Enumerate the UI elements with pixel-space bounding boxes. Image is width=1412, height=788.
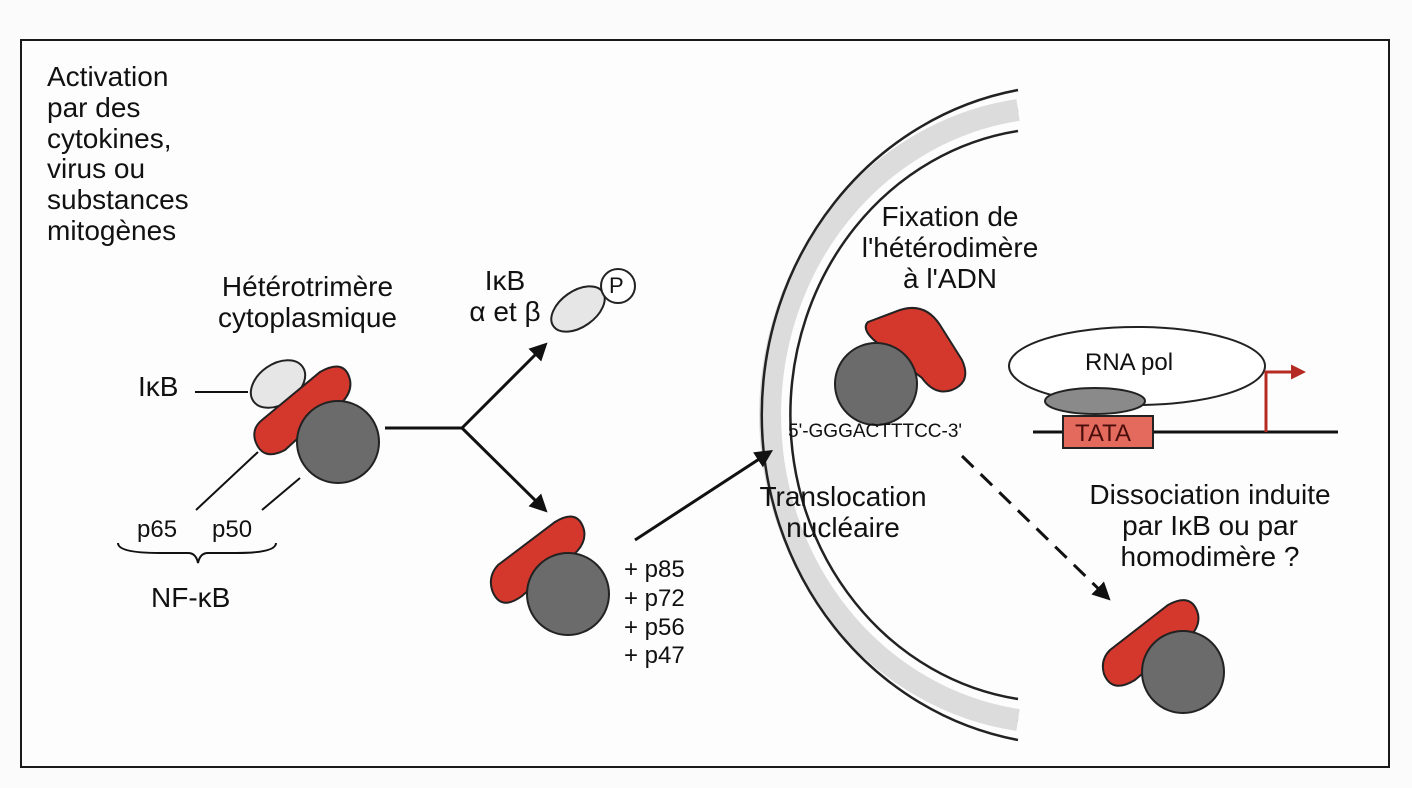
activation-line: par des bbox=[47, 91, 141, 123]
dissociation-line: par IκB ou par bbox=[1122, 509, 1298, 541]
dissociated-dimer bbox=[1101, 599, 1225, 714]
dna-binding-title: Fixation de l'hétérodimère à l'ADN bbox=[830, 201, 1070, 294]
ikb-pointer-label: IκB bbox=[138, 371, 179, 402]
partner-item: + p85 bbox=[624, 556, 685, 583]
dissociation-dashed-arrow bbox=[960, 454, 1111, 601]
heterotrimer-title: Hétérotrimère cytoplasmique bbox=[200, 271, 415, 334]
translocation-line: Translocation bbox=[759, 481, 927, 512]
dissociation-line: homodimère ? bbox=[1120, 540, 1300, 572]
p65-pointer-line bbox=[195, 451, 259, 511]
dissociation-arrows bbox=[385, 342, 548, 513]
tata-box bbox=[1062, 415, 1154, 449]
translocation-arrow bbox=[634, 450, 774, 542]
transcription-start-arrow bbox=[1264, 364, 1306, 432]
p50-pointer-line bbox=[261, 477, 301, 511]
activation-line: virus ou bbox=[47, 153, 146, 185]
partner-item: + p72 bbox=[624, 584, 685, 612]
ikb-released-line: IκB bbox=[484, 265, 526, 296]
tata-label: TATA bbox=[1075, 420, 1131, 447]
phosphorylated-ikb bbox=[550, 268, 636, 333]
partner-item: + p47 bbox=[624, 642, 685, 670]
ikb-released-label: IκB α et β bbox=[450, 265, 560, 328]
dna-binding-line: à l'ADN bbox=[902, 262, 998, 294]
translocation-line: nucléaire bbox=[786, 511, 900, 543]
dna-binding-line: l'hétérodimère bbox=[861, 231, 1039, 263]
translocation-label: Translocation nucléaire bbox=[738, 481, 948, 544]
rna-pol-label: RNA pol bbox=[1085, 349, 1174, 376]
dna-binding-line: Fixation de bbox=[881, 201, 1019, 232]
dissociation-text: Dissociation induite par IκB ou par homo… bbox=[1060, 479, 1360, 572]
nfkb-label: NF-κB bbox=[151, 582, 231, 613]
partner-item: + p56 bbox=[624, 613, 685, 641]
activation-text: Activation par des cytokines, virus ou s… bbox=[47, 61, 189, 247]
p50-label: p50 bbox=[212, 516, 253, 543]
p65-label: p65 bbox=[137, 516, 178, 543]
free-nfkb-dimer bbox=[489, 515, 610, 636]
heterotrimer-complex bbox=[249, 359, 380, 484]
heterotrimer-title-line: cytoplasmique bbox=[218, 301, 397, 333]
dissociation-line: Dissociation induite bbox=[1089, 479, 1331, 510]
activation-line: mitogènes bbox=[47, 214, 177, 246]
dna-sequence: 5'-GGGACTTTCC-3' bbox=[788, 421, 963, 442]
heterotrimer-title-line: Hétérotrimère bbox=[221, 271, 394, 302]
activation-line: cytokines, bbox=[47, 122, 172, 154]
p50-subunit bbox=[296, 400, 380, 484]
dna-bound-dimer bbox=[834, 306, 967, 426]
tata-binding-factor bbox=[1044, 387, 1146, 415]
ikb-released-line: α et β bbox=[469, 295, 541, 327]
nfkb-brace bbox=[117, 542, 277, 564]
activation-line: substances bbox=[47, 184, 189, 216]
activation-line: Activation bbox=[47, 61, 169, 92]
nuclear-envelope bbox=[759, 88, 1020, 742]
phosphate-icon bbox=[600, 268, 636, 304]
partner-list: + p85 + p72 + p56 + p47 bbox=[624, 556, 685, 671]
phosphate-label: P bbox=[609, 273, 624, 298]
